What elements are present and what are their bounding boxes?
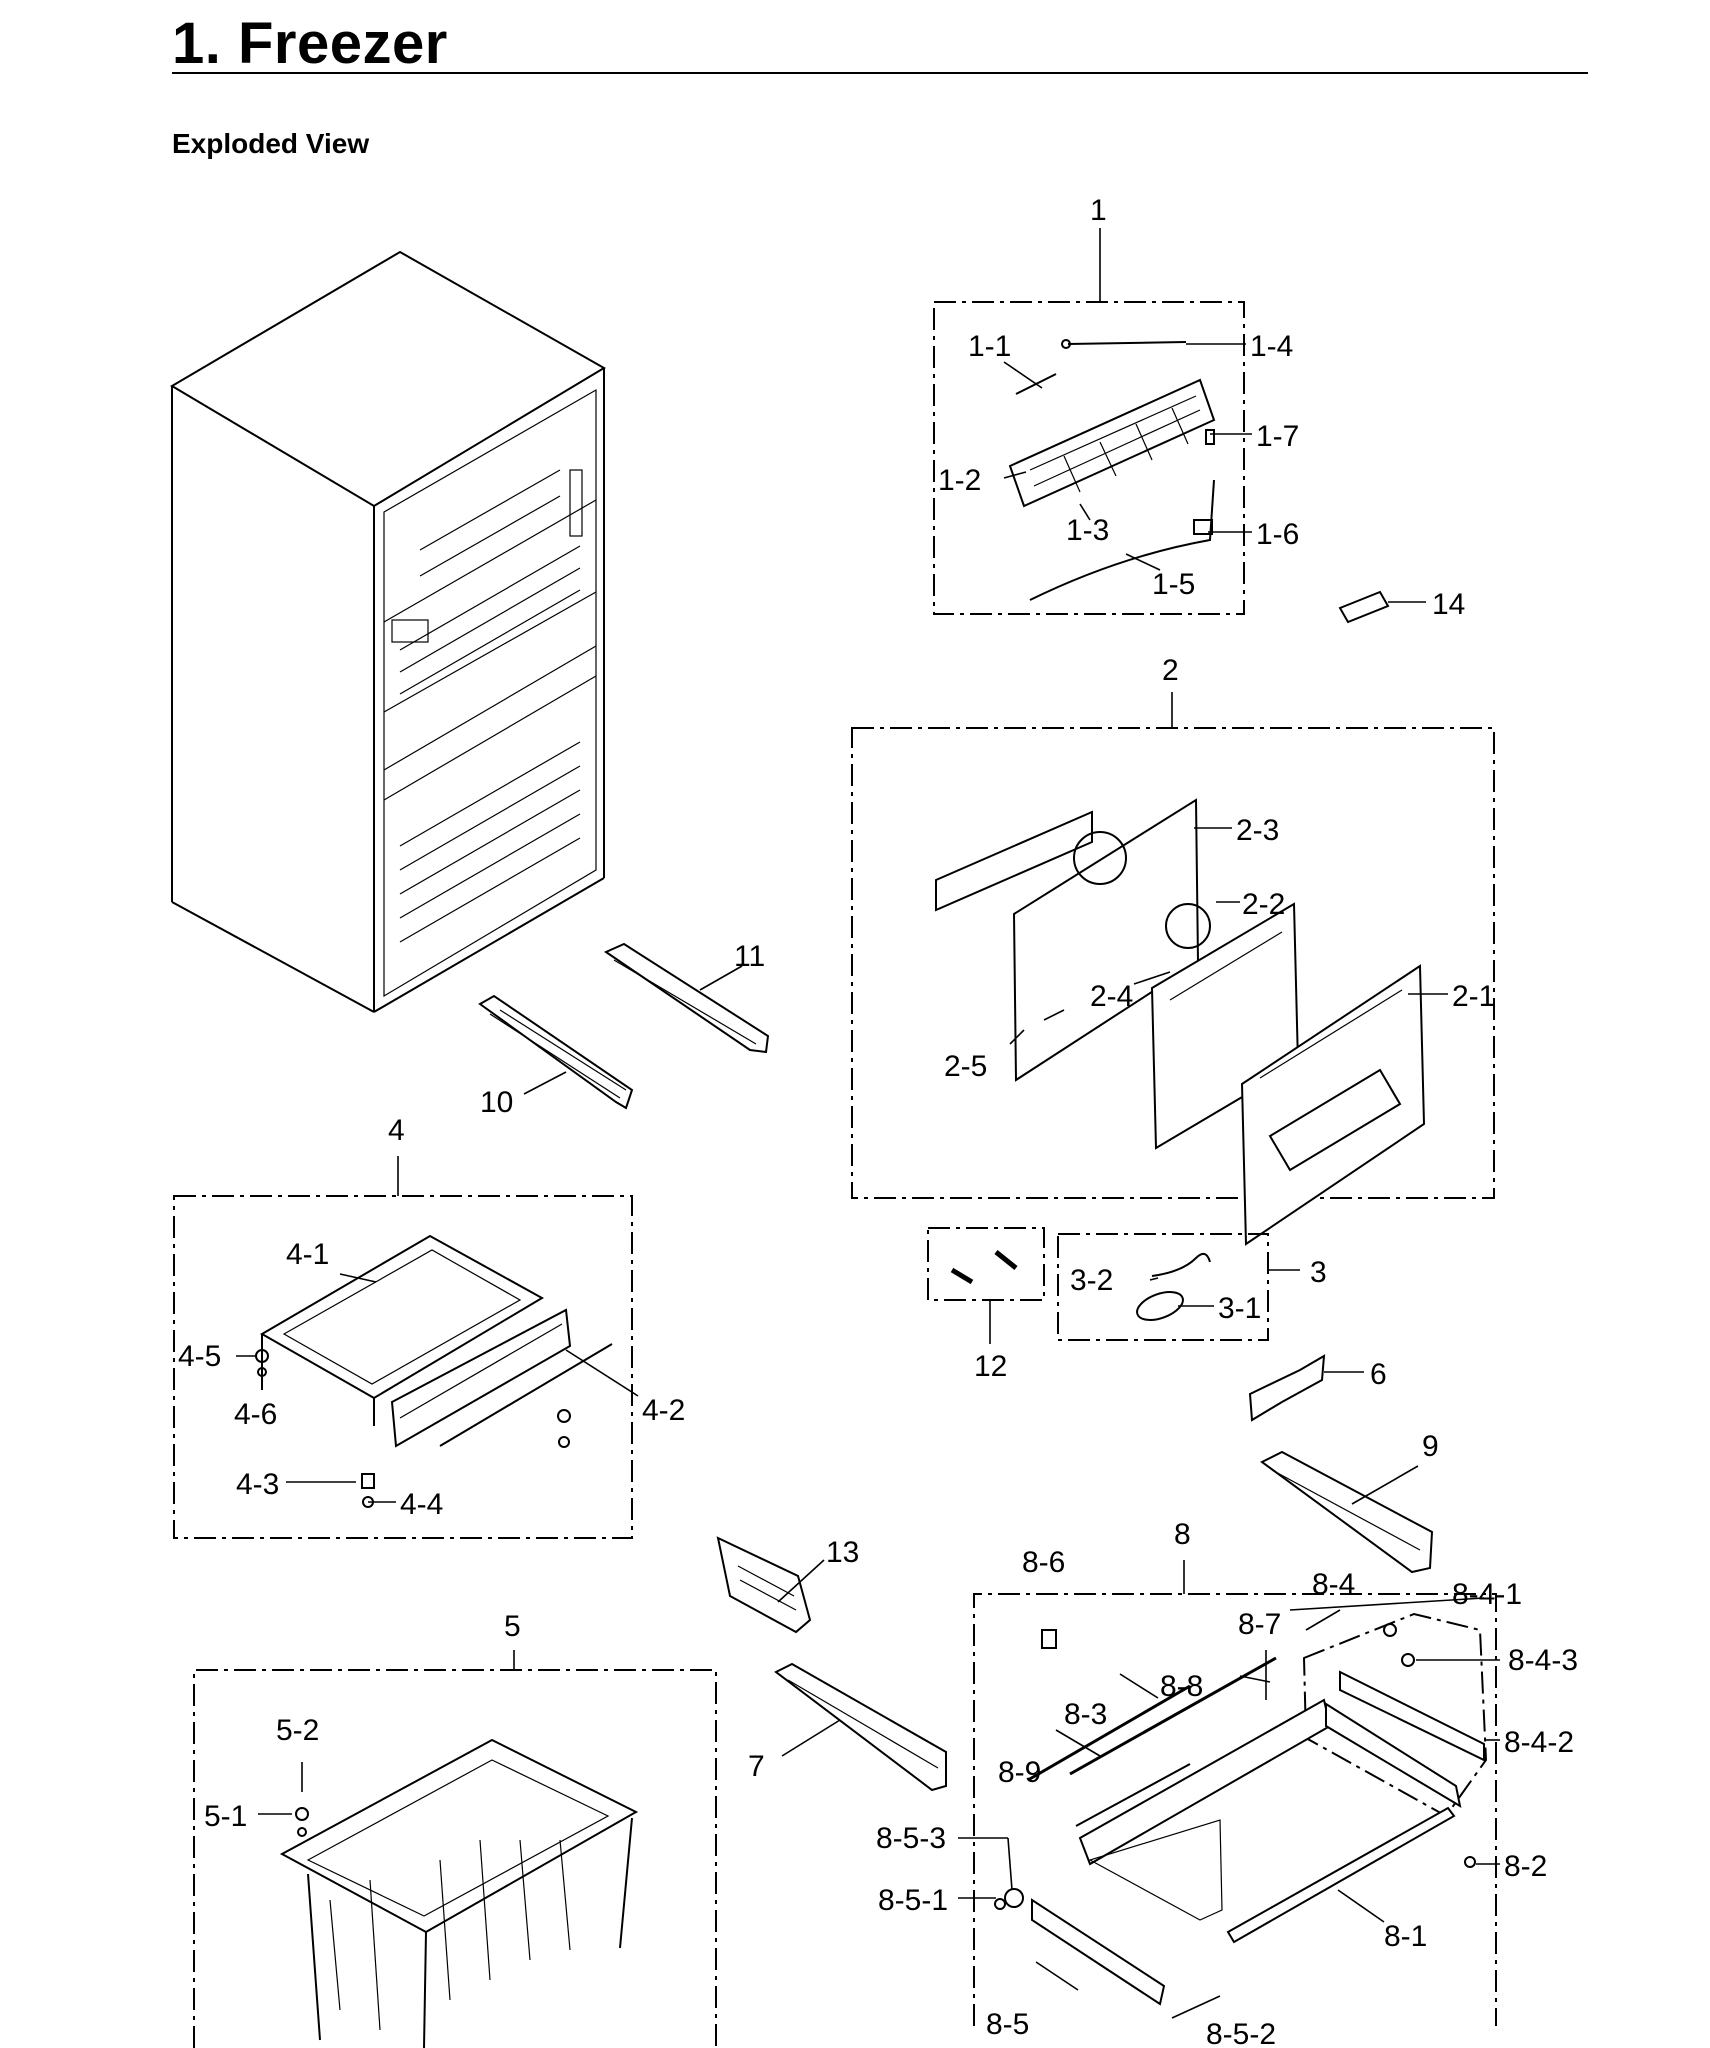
label-8-5-1: 8-5-1 — [878, 1884, 948, 1917]
cabinet-drawing — [170, 250, 606, 1013]
group-5-assembly — [193, 1650, 717, 2048]
label-1-7: 1-7 — [1256, 420, 1299, 453]
label-2-2: 2-2 — [1242, 888, 1285, 921]
label-3: 3 — [1310, 1256, 1327, 1289]
label-10: 10 — [480, 1086, 513, 1119]
label-2-4: 2-4 — [1090, 980, 1133, 1013]
part-14-drawing — [1338, 590, 1390, 624]
label-1-4: 1-4 — [1250, 330, 1293, 363]
label-8-6: 8-6 — [1022, 1546, 1065, 1579]
label-3-1: 3-1 — [1218, 1292, 1261, 1325]
label-1-5: 1-5 — [1152, 568, 1195, 601]
label-4: 4 — [388, 1114, 405, 1147]
label-8: 8 — [1174, 1518, 1191, 1551]
label-8-5: 8-5 — [986, 2008, 1029, 2041]
label-8-8: 8-8 — [1160, 1670, 1203, 1703]
label-2-5: 2-5 — [944, 1050, 987, 1083]
label-13: 13 — [826, 1536, 859, 1569]
label-9: 9 — [1422, 1430, 1439, 1463]
label-8-5-3: 8-5-3 — [876, 1822, 946, 1855]
label-1-1: 1-1 — [968, 330, 1011, 363]
page-title: 1. Freezer — [172, 11, 448, 76]
part-6-drawing — [1248, 1354, 1326, 1422]
label-8-4-1: 8-4-1 — [1452, 1578, 1522, 1611]
label-3-2: 3-2 — [1070, 1264, 1113, 1297]
part-10-drawing — [478, 994, 634, 1110]
label-8-3: 8-3 — [1064, 1698, 1107, 1731]
callout-labels: 1 1-1 1-4 1-7 1-2 1-3 1-6 1-5 14 2 2-3 2… — [178, 194, 1578, 2048]
label-8-5-2: 8-5-2 — [1206, 2018, 1276, 2048]
label-2-3: 2-3 — [1236, 814, 1279, 847]
label-2: 2 — [1162, 654, 1179, 687]
label-8-1: 8-1 — [1384, 1920, 1427, 1953]
label-8-9: 8-9 — [998, 1756, 1041, 1789]
label-14: 14 — [1432, 588, 1465, 621]
label-1-3: 1-3 — [1066, 514, 1109, 547]
label-1-6: 1-6 — [1256, 518, 1299, 551]
label-2-1: 2-1 — [1452, 980, 1495, 1013]
title-underline — [172, 72, 1588, 74]
label-4-6: 4-6 — [234, 1398, 277, 1431]
label-4-3: 4-3 — [236, 1468, 279, 1501]
label-1: 1 — [1090, 194, 1107, 227]
label-4-1: 4-1 — [286, 1238, 329, 1271]
label-5: 5 — [504, 1610, 521, 1643]
label-8-7: 8-7 — [1238, 1608, 1281, 1641]
section-subtitle: Exploded View — [172, 128, 370, 159]
group-1-assembly — [933, 228, 1245, 615]
label-5-1: 5-1 — [204, 1800, 247, 1833]
label-7: 7 — [748, 1750, 765, 1783]
label-4-2: 4-2 — [642, 1394, 685, 1427]
label-11: 11 — [734, 940, 765, 973]
group-3-assembly — [1057, 1233, 1300, 1341]
label-8-4-2: 8-4-2 — [1504, 1726, 1574, 1759]
label-6: 6 — [1370, 1358, 1387, 1391]
group-4-assembly — [173, 1156, 633, 1539]
label-1-2: 1-2 — [938, 464, 981, 497]
label-4-4: 4-4 — [400, 1488, 443, 1521]
label-5-2: 5-2 — [276, 1714, 319, 1747]
label-8-4-3: 8-4-3 — [1508, 1644, 1578, 1677]
part-11-drawing — [603, 942, 770, 1054]
leader-lines — [236, 343, 1500, 2019]
label-12: 12 — [974, 1350, 1007, 1383]
label-4-5: 4-5 — [178, 1340, 221, 1373]
part-12-drawing — [927, 1227, 1045, 1344]
part-7-drawing — [774, 1662, 947, 1792]
label-8-4: 8-4 — [1312, 1568, 1355, 1601]
part-13-drawing — [716, 1536, 825, 1634]
group-2-assembly — [851, 692, 1495, 1246]
part-9-drawing — [1260, 1450, 1434, 1574]
group-8-assembly — [973, 1560, 1497, 2026]
label-8-2: 8-2 — [1504, 1850, 1547, 1883]
